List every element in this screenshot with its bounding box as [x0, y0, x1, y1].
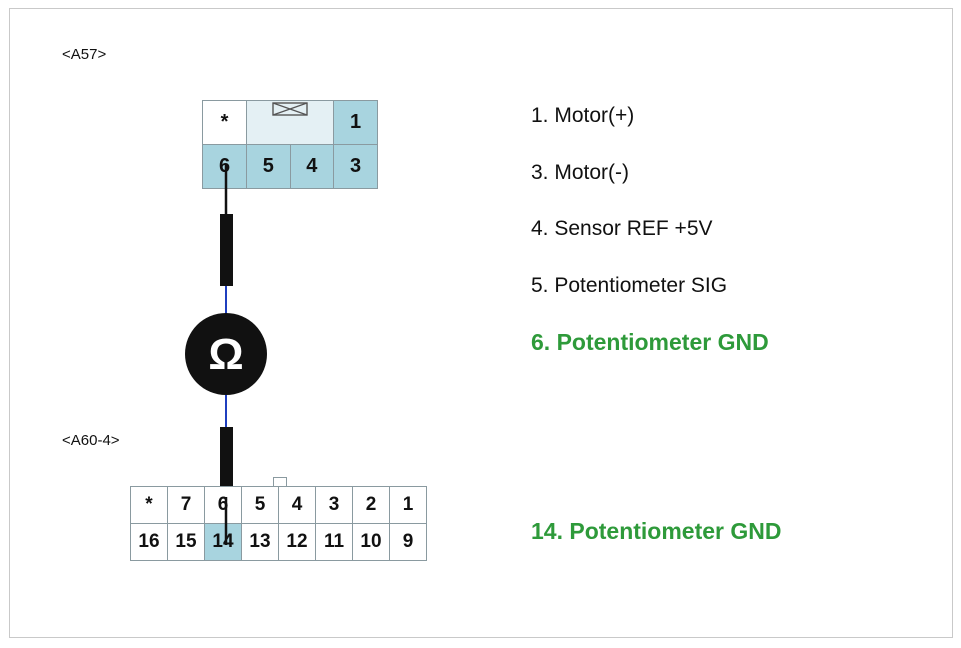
pin-cell: 4 — [289, 144, 334, 189]
pin-description: 5. Potentiometer SIG — [531, 274, 728, 297]
pin-description: 4. Sensor REF +5V — [531, 217, 713, 240]
pin-description-highlight: 6. Potentiometer GND — [531, 329, 769, 355]
pin-cell: 5 — [246, 144, 291, 189]
pin-cell: * — [202, 100, 247, 145]
meter-symbol: Ω — [208, 330, 243, 379]
pin-cell: 5 — [241, 486, 279, 524]
pin-cell: 1 — [389, 486, 427, 524]
pin-cell: 16 — [130, 523, 168, 561]
connector-a57: * 1 6 5 4 3 — [202, 100, 378, 189]
pin-cell: 11 — [315, 523, 353, 561]
pin-cell: * — [130, 486, 168, 524]
connector-key — [273, 477, 287, 487]
pin-cell: 2 — [352, 486, 390, 524]
pin-cell: 10 — [352, 523, 390, 561]
connector-a57-label: <A57> — [62, 46, 107, 63]
pin-cell: 14 — [204, 523, 242, 561]
ohmmeter-icon — [185, 313, 267, 395]
pin-cell: 6 — [202, 144, 247, 189]
pin-cell: 1 — [333, 100, 378, 145]
probe-top — [220, 214, 233, 286]
pin-description: 3. Motor(-) — [531, 161, 630, 184]
pin-cell: 12 — [278, 523, 316, 561]
connector-a60-4: * 7 6 5 4 3 2 1 16 15 14 13 12 11 10 9 — [130, 486, 427, 561]
pin-cell: 4 — [278, 486, 316, 524]
pin-cell: 3 — [315, 486, 353, 524]
pin-cell: 9 — [389, 523, 427, 561]
pin-cell: 3 — [333, 144, 378, 189]
pin-description-highlight: 14. Potentiometer GND — [531, 518, 782, 544]
pin-cell: 15 — [167, 523, 205, 561]
pin-cell: 7 — [167, 486, 205, 524]
connector-a60-4-label: <A60-4> — [62, 432, 120, 449]
pin-cell: 6 — [204, 486, 242, 524]
pin-description: 1. Motor(+) — [531, 104, 635, 127]
connector-lock-icon — [272, 102, 308, 116]
pin-cell: 13 — [241, 523, 279, 561]
probe-bottom — [220, 427, 233, 497]
